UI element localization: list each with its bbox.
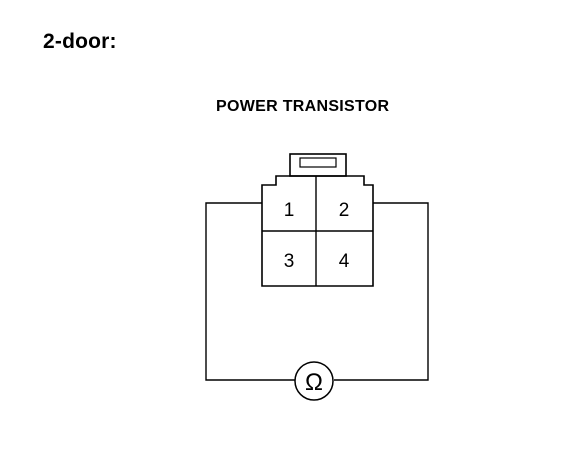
terminal-2: 2 [339,200,350,221]
connector-body [261,175,374,287]
terminal-1: 1 [284,200,295,221]
right-probe-wire [334,202,429,381]
connector-lock-tab [289,153,347,177]
terminal-4: 4 [339,251,350,272]
section-heading: 2-door: [43,30,117,53]
ohm-symbol: Ω [305,369,323,396]
left-probe-wire [205,202,295,381]
terminal-3: 3 [284,251,295,272]
ohmmeter-icon: Ω [294,361,334,401]
component-label: POWER TRANSISTOR [216,98,390,115]
